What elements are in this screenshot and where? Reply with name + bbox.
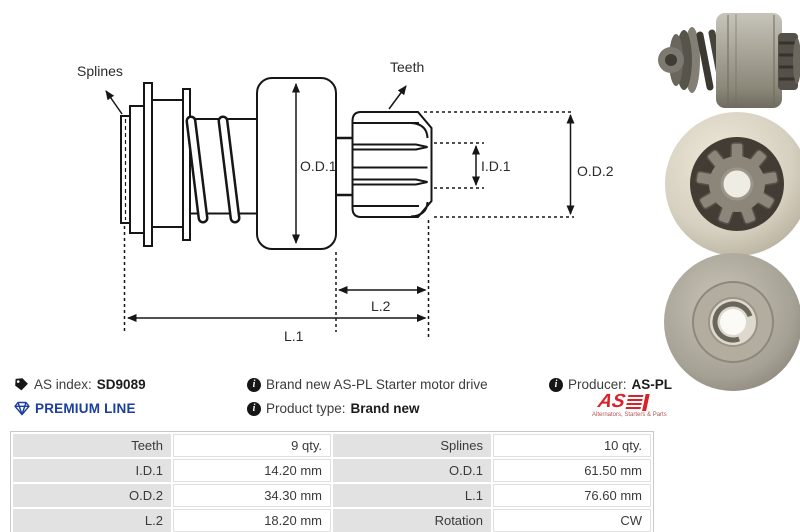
spec-value-cell: CW [493, 509, 651, 532]
label-od2: O.D.2 [577, 163, 614, 179]
product-photo-rear-view [664, 253, 800, 391]
aspl-logo-text: AS [596, 391, 628, 412]
label-splines: Splines [77, 63, 123, 79]
table-row: L.2 18.20 mm Rotation CW [13, 509, 651, 532]
as-index-row: AS index: SD9089 [14, 376, 146, 393]
spec-label-cell: L.1 [333, 484, 491, 507]
spec-value-cell: 76.60 mm [493, 484, 651, 507]
info-icon: i [247, 401, 261, 416]
label-id1: I.D.1 [481, 158, 511, 174]
info-icon: i [549, 377, 563, 392]
dimension-lines [105, 83, 575, 340]
spec-value-cell: 34.30 mm [173, 484, 331, 507]
aspl-logo-bar [641, 393, 650, 411]
description-row: i Brand new AS-PL Starter motor drive [247, 376, 488, 393]
spec-label-cell: Teeth [13, 434, 171, 457]
tag-icon [15, 378, 28, 391]
producer-value: AS-PL [631, 377, 673, 392]
label-teeth: Teeth [390, 59, 424, 75]
product-type-label: Product type: [266, 401, 346, 416]
product-type-value: Brand new [350, 401, 420, 416]
producer-label: Producer: [568, 377, 627, 392]
aspl-logo-tagline: Alternators, Starters & Parts [592, 412, 667, 418]
aspl-logo-stripes [625, 395, 644, 409]
spec-value-cell: 14.20 mm [173, 459, 331, 482]
as-index-label: AS index: [34, 377, 92, 392]
table-row: I.D.1 14.20 mm O.D.1 61.50 mm [13, 459, 651, 482]
label-l1: L.1 [284, 328, 304, 344]
drive-body-outline [120, 77, 433, 250]
spec-value-cell: 18.20 mm [173, 509, 331, 532]
aspl-logo: AS Alternators, Starters & Parts [592, 391, 667, 418]
description-text: Brand new AS-PL Starter motor drive [266, 377, 488, 392]
label-l2: L.2 [371, 298, 391, 314]
spec-value-cell: 9 qty. [173, 434, 331, 457]
spec-label-cell: Rotation [333, 509, 491, 532]
spec-label-cell: Splines [333, 434, 491, 457]
producer-row: i Producer: AS-PL [549, 376, 672, 393]
label-od1: O.D.1 [300, 158, 337, 174]
table-row: Teeth 9 qty. Splines 10 qty. [13, 434, 651, 457]
spec-label-cell: O.D.2 [13, 484, 171, 507]
starter-drive-technical-drawing: Splines Teeth O.D.1 I.D.1 O.D.2 L.2 L.1 [77, 59, 614, 344]
spec-value-cell: 61.50 mm [493, 459, 651, 482]
table-row: O.D.2 34.30 mm L.1 76.60 mm [13, 484, 651, 507]
product-photo-side-view [658, 13, 800, 108]
spec-label-cell: O.D.1 [333, 459, 491, 482]
premium-line-row: PREMIUM LINE [14, 400, 136, 417]
spec-label-cell: I.D.1 [13, 459, 171, 482]
premium-line-label: PREMIUM LINE [35, 401, 136, 416]
info-icon: i [247, 377, 261, 392]
spec-table: Teeth 9 qty. Splines 10 qty. I.D.1 14.20… [10, 431, 654, 532]
spec-label-cell: L.2 [13, 509, 171, 532]
as-index-value: SD9089 [96, 377, 146, 392]
diamond-icon [14, 401, 30, 416]
product-photo-gear-front-view [665, 112, 800, 256]
gear-teeth [695, 142, 779, 225]
spec-value-cell: 10 qty. [493, 434, 651, 457]
product-type-row: i Product type: Brand new [247, 400, 420, 417]
